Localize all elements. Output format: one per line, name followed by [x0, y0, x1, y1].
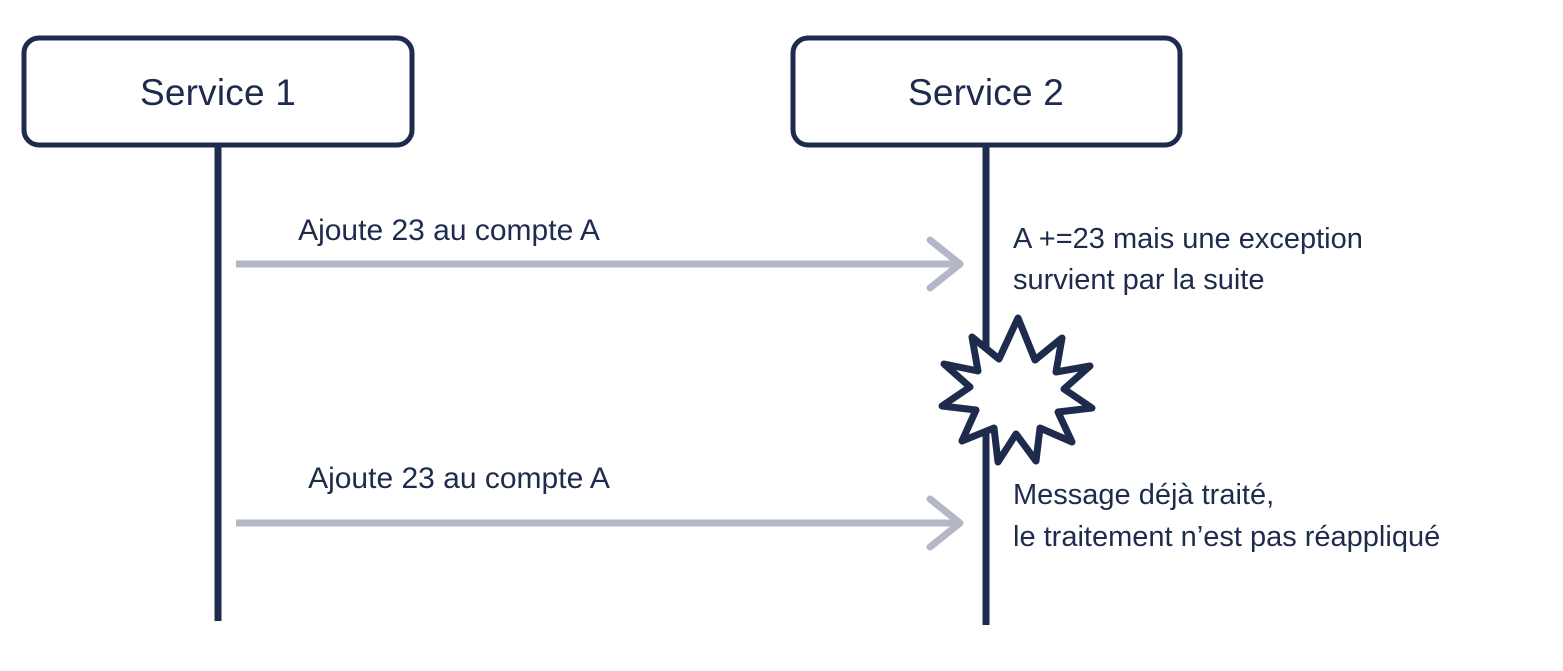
message-2-label: Ajoute 23 au compte A	[308, 462, 610, 495]
message-2[interactable]: Ajoute 23 au compte A	[236, 462, 964, 551]
message-1-arrow-head-icon	[926, 236, 964, 292]
message-2-arrow-head-icon	[926, 495, 964, 551]
participant-service-1[interactable]: Service 1	[21, 35, 415, 148]
note-2-line-2: le traitement n’est pas réappliqué	[1013, 521, 1440, 553]
participant-box-service-1[interactable]	[21, 35, 415, 148]
note-1-line-1: A +=23 mais une exception	[1013, 223, 1363, 255]
note-2: Message déjà traité, le traitement n’est…	[1013, 479, 1440, 553]
participant-service-2[interactable]: Service 2	[790, 35, 1183, 148]
note-2-line-1: Message déjà traité,	[1013, 479, 1274, 511]
message-1-label: Ajoute 23 au compte A	[298, 214, 600, 247]
participant-label-service-1: Service 1	[140, 72, 296, 113]
participant-label-service-2: Service 2	[908, 72, 1064, 113]
note-1: A +=23 mais une exception survient par l…	[1013, 223, 1363, 296]
explosion-burst-icon	[938, 314, 1096, 466]
message-1[interactable]: Ajoute 23 au compte A	[236, 214, 964, 292]
note-1-line-2: survient par la suite	[1013, 264, 1264, 296]
participant-box-service-2[interactable]	[790, 35, 1183, 148]
